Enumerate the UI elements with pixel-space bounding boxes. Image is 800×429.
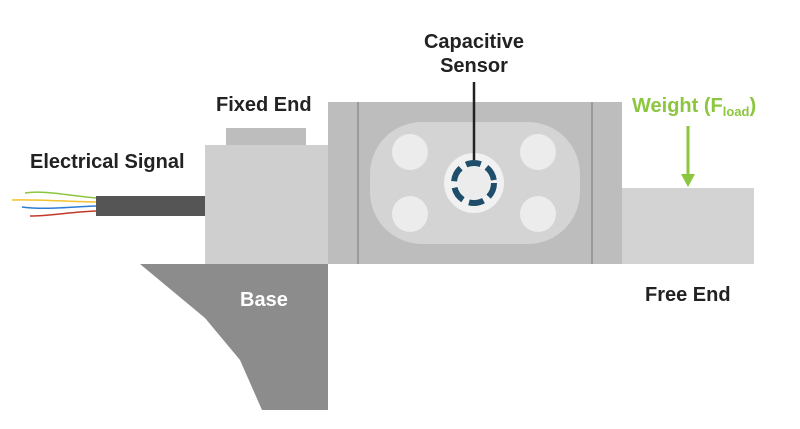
- weight-label-suffix: ): [749, 95, 757, 117]
- base-support: [140, 264, 328, 410]
- mount-hole-top-left: [392, 134, 428, 170]
- capacitive-sensor-ring: [451, 160, 497, 206]
- sensor-core: [458, 167, 490, 199]
- weight-label: Weight (Fload): [632, 95, 756, 119]
- capacitive-sensor-label: Capacitive Sensor: [414, 30, 534, 78]
- signal-cable: [96, 196, 206, 216]
- weight-label-prefix: Weight (F: [632, 95, 723, 117]
- load-arrow: [681, 126, 695, 187]
- fixed-end-block: [205, 145, 328, 264]
- free-end-label: Free End: [645, 284, 731, 306]
- electrical-signal-label: Electrical Signal: [30, 151, 185, 173]
- capacitive-sensor-label-line1: Capacitive: [423, 31, 525, 53]
- base-label: Base: [240, 289, 288, 311]
- fixed-end-tab: [226, 128, 306, 145]
- fixed-end-label: Fixed End: [216, 94, 312, 116]
- free-end-beam: [622, 188, 754, 264]
- weight-label-subscript: load: [722, 104, 750, 119]
- mount-hole-bottom-left: [392, 196, 428, 232]
- capacitive-sensor-label-line2: Sensor: [440, 55, 508, 77]
- electrical-wires: [11, 191, 97, 217]
- mount-hole-bottom-right: [520, 196, 556, 232]
- mount-hole-top-right: [520, 134, 556, 170]
